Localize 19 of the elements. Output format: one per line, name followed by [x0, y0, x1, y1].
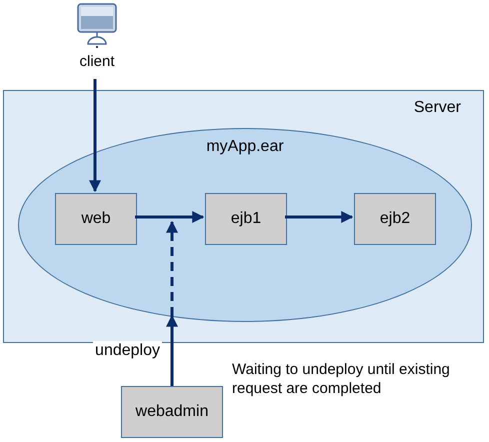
note-text: Waiting to undeploy until existing request are completed	[232, 360, 451, 398]
component-box	[55, 193, 137, 245]
edge-label: undeploy	[93, 340, 162, 361]
arrow	[166, 314, 178, 386]
node-label: ejb1	[230, 209, 262, 229]
server-container	[3, 90, 484, 343]
component-box	[121, 386, 223, 438]
component-box	[205, 193, 287, 245]
arrow	[285, 211, 354, 223]
arrow	[135, 211, 204, 223]
node-label: client	[79, 53, 115, 71]
node-label: Server	[414, 99, 461, 116]
node-label: webadmin	[136, 402, 208, 422]
node-label: web	[81, 209, 111, 229]
arrow	[89, 79, 101, 192]
node-label: myApp.ear	[206, 137, 284, 157]
component-box	[354, 193, 436, 245]
node-label: ejb2	[380, 209, 410, 229]
arrow	[166, 220, 178, 316]
